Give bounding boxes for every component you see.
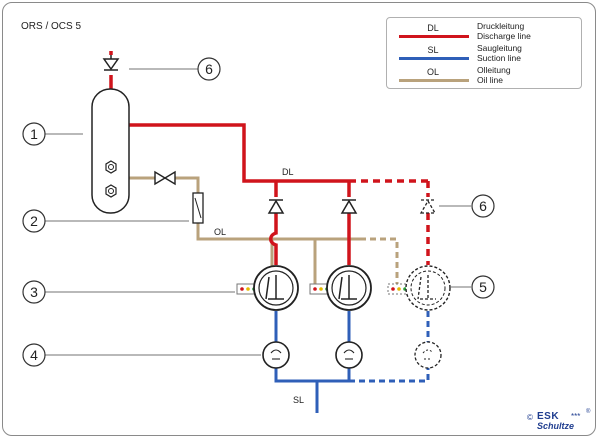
- sight-glass-icon: [105, 160, 117, 174]
- safety-valve-top: [102, 55, 120, 71]
- suction-filter-2: [335, 341, 363, 369]
- legend-abbr: OL: [426, 67, 439, 77]
- esk-schultze-logo: © ESK *** ® Schultze: [527, 409, 591, 433]
- legend-item-discharge: DL Druckleitung Discharge line: [387, 20, 583, 42]
- logo-stars: ***: [571, 412, 581, 421]
- callout-6-right: 6: [471, 194, 495, 218]
- logo-registered: ®: [586, 409, 591, 415]
- callout-number: 6: [205, 61, 213, 77]
- callout-number: 2: [30, 213, 38, 229]
- legend-item-oil: OL Olleitung Oil line: [387, 64, 583, 86]
- callout-6-top: 6: [197, 57, 221, 81]
- callout-2: 2: [22, 209, 46, 233]
- check-valve-3-optional: [419, 199, 437, 214]
- callout-5: 5: [471, 275, 495, 299]
- logo-copyright: ©: [527, 413, 533, 422]
- compressor-2: [326, 265, 372, 311]
- compressor-1: [253, 265, 299, 311]
- callout-number: 3: [30, 284, 38, 300]
- legend-line-discharge: [399, 35, 469, 38]
- legend: DL Druckleitung Discharge line SL Saugle…: [386, 17, 582, 89]
- legend-label-de: Olleitung: [477, 65, 511, 75]
- check-valve-1: [267, 199, 285, 214]
- diagram-frame: ORS / OCS 5 DL Druckleitung Discharge li…: [2, 2, 596, 436]
- legend-label-en: Discharge line: [477, 31, 531, 41]
- logo-bottom-text: Schultze: [537, 421, 575, 431]
- label-discharge-line: DL: [282, 167, 294, 177]
- suction-filter-1: [262, 341, 290, 369]
- label-oil-line: OL: [214, 227, 226, 237]
- legend-abbr: SL: [427, 45, 439, 55]
- callout-number: 5: [479, 279, 487, 295]
- logo-top-text: ESK: [537, 411, 560, 422]
- legend-item-suction: SL Saugleitung Suction line: [387, 42, 583, 64]
- callout-number: 6: [479, 198, 487, 214]
- oil-stop-valve: [154, 170, 176, 186]
- legend-line-suction: [399, 57, 469, 60]
- sight-glass-icon: [105, 184, 117, 198]
- legend-label-de: Druckleitung: [477, 21, 525, 31]
- callout-3: 3: [22, 280, 46, 304]
- legend-label-en: Suction line: [477, 53, 521, 63]
- legend-label-en: Oil line: [477, 75, 503, 85]
- callout-1: 1: [22, 122, 46, 146]
- suction-lines: [274, 311, 430, 413]
- check-valve-2: [340, 199, 358, 214]
- schematic: DL OL SL 6 1 2 3: [22, 51, 495, 413]
- oil-filter: [192, 192, 204, 224]
- callout-4: 4: [22, 343, 46, 367]
- discharge-lines: [109, 51, 430, 265]
- oil-separator: [91, 88, 130, 214]
- suction-filter-3-optional: [414, 341, 442, 369]
- callout-number: 1: [30, 126, 38, 142]
- diagram-title: ORS / OCS 5: [21, 21, 82, 32]
- compressor-3-optional: [405, 265, 451, 311]
- legend-abbr: DL: [427, 23, 439, 33]
- callout-leaders: [45, 68, 471, 356]
- legend-line-oil: [399, 79, 469, 82]
- callout-number: 4: [30, 347, 38, 363]
- legend-label-de: Saugleitung: [477, 43, 522, 53]
- label-suction-line: SL: [293, 395, 304, 405]
